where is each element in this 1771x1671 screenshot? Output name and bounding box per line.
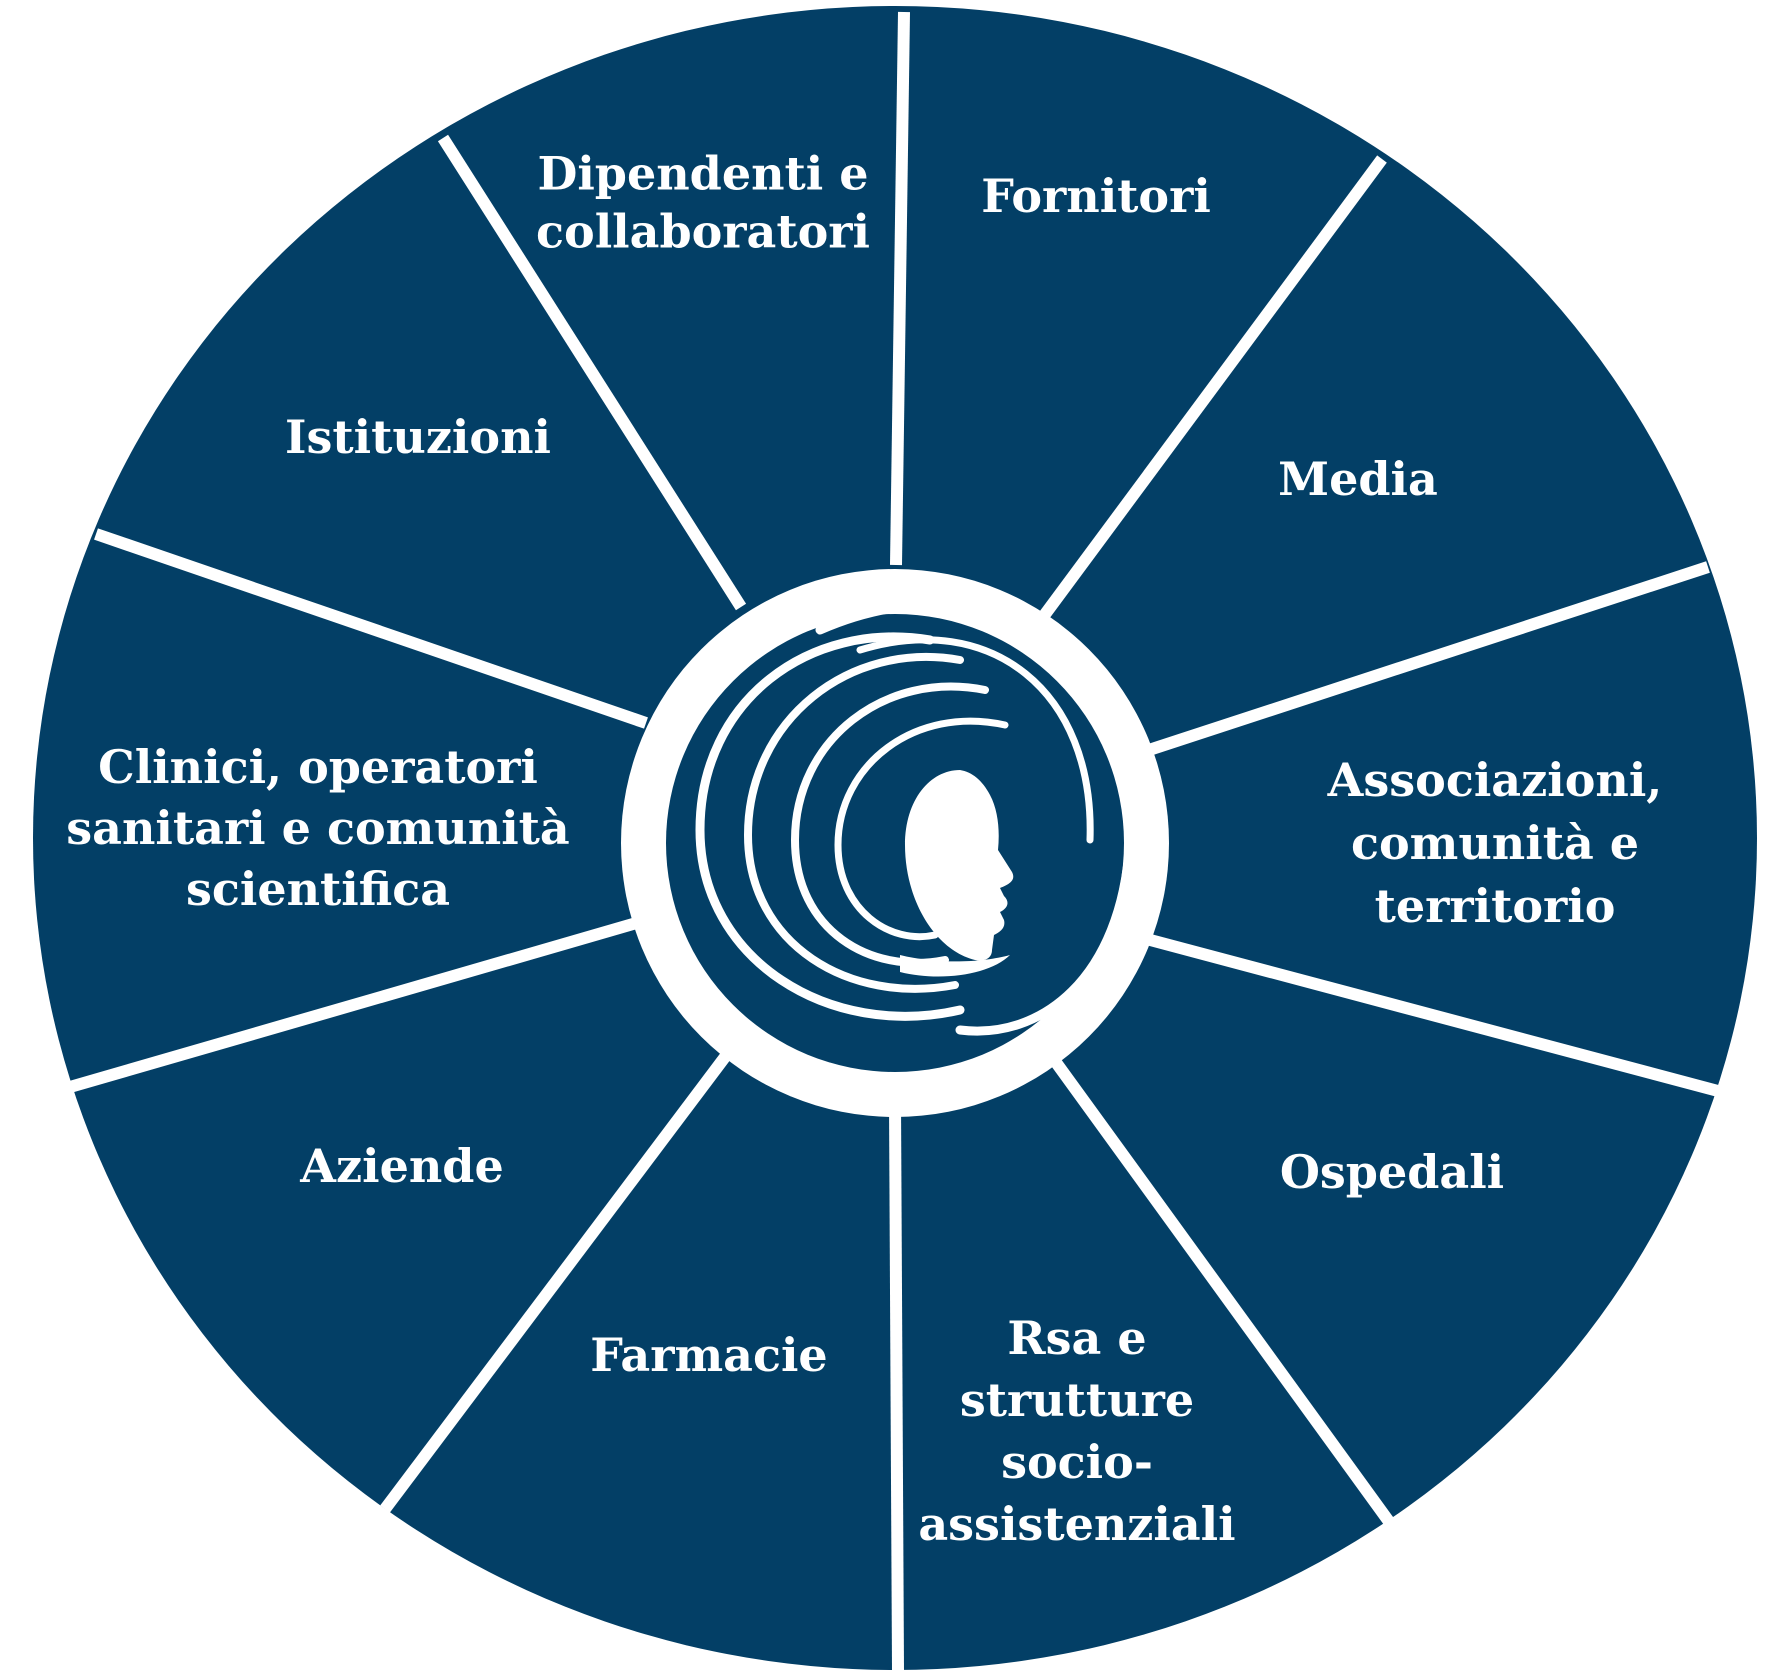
divider-line [890, 11, 910, 566]
segment-label-line: territorio [1375, 879, 1616, 933]
segment-label-line: Istituzioni [285, 410, 551, 464]
segment-label-line: Associazioni, [1327, 753, 1663, 807]
segment-label-line: Media [1278, 452, 1438, 506]
segment-label-fornitori: Fornitori [981, 169, 1211, 223]
segment-label-media: Media [1278, 452, 1438, 506]
segment-label-line: sanitari e comunità [66, 801, 569, 855]
segment-label-line: Farmacie [590, 1328, 827, 1382]
divider-line [380, 1041, 739, 1513]
segment-label-aziende: Aziende [299, 1139, 503, 1193]
segment-label-line: collaboratori [536, 204, 870, 258]
divider-line [68, 916, 642, 1093]
divider-line [1137, 931, 1720, 1097]
segment-label-line: Rsa e [1007, 1311, 1146, 1365]
divider-line [1042, 1046, 1395, 1527]
divider-line [437, 134, 747, 611]
segment-label-line: socio- [1001, 1435, 1153, 1489]
segment-label-line: Dipendenti e [537, 146, 868, 200]
swirl-face-logo-icon [695, 600, 1135, 1036]
segment-label-line: Fornitori [981, 169, 1211, 223]
segment-label-clinici-operatori-sanitari: Clinici, operatori sanitari e comunità sci… [66, 740, 569, 916]
segment-label-rsa-strutture-socio-assistenziali: Rsa e strutture socio-assistenziali [918, 1311, 1235, 1551]
segment-label-line: Aziende [299, 1139, 503, 1193]
segment-label-istituzioni: Istituzioni [285, 410, 551, 464]
segment-label-farmacie: Farmacie [590, 1328, 827, 1382]
segment-label-associazioni-comunita-territorio: Associazioni, comunità e territorio [1327, 753, 1663, 933]
segment-label-line: assistenziali [918, 1497, 1235, 1551]
segment-dividers [68, 11, 1720, 1671]
divider-line [1147, 561, 1710, 756]
segment-label-line: strutture [960, 1373, 1194, 1427]
segment-label-ospedali: Ospedali [1280, 1145, 1504, 1199]
segment-label-line: scientifica [186, 862, 450, 916]
divider-line [889, 1101, 904, 1671]
divider-line [94, 528, 648, 729]
divider-line [1038, 155, 1387, 621]
segment-label-line: Ospedali [1280, 1145, 1504, 1199]
segment-label-line: Clinici, operatori [98, 740, 538, 794]
segment-label-line: comunità e [1351, 816, 1639, 870]
